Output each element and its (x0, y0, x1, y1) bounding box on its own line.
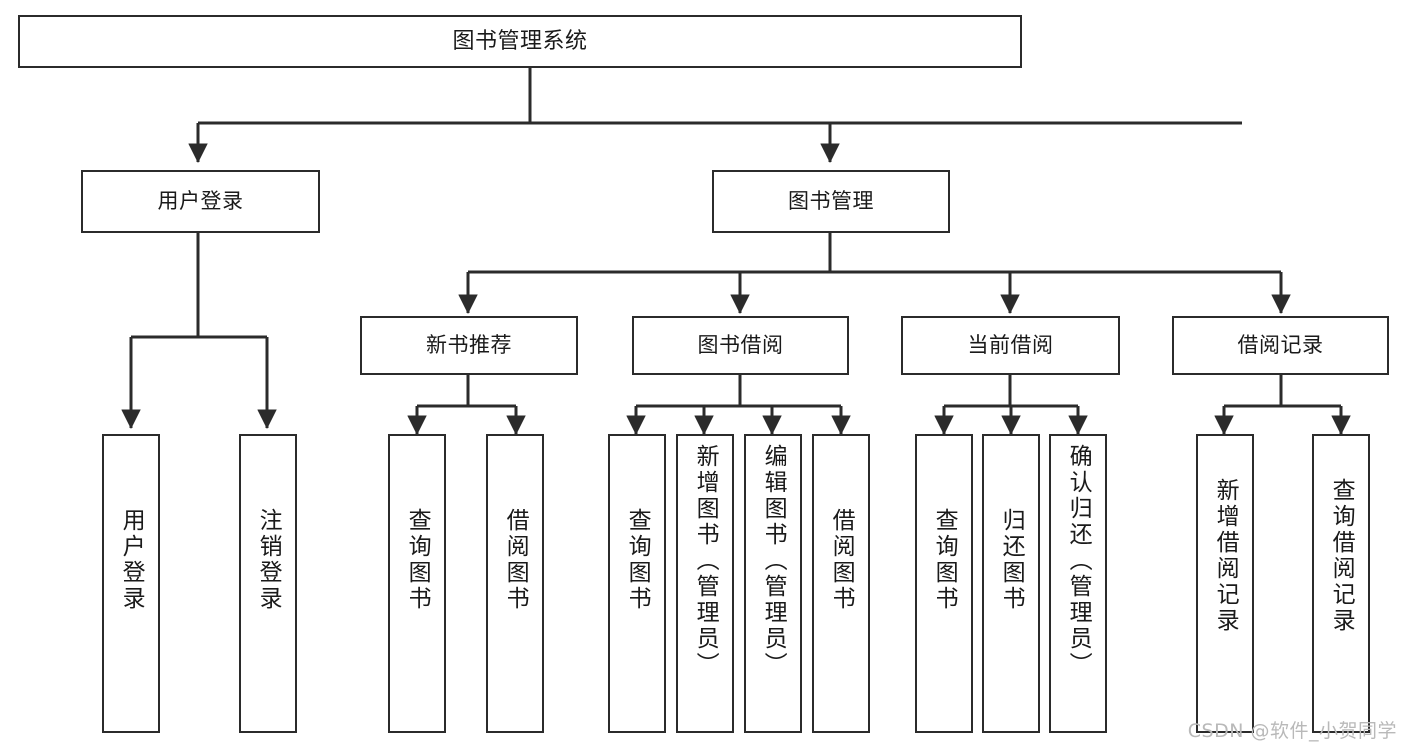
leaf-label: 查询图书 (624, 508, 651, 612)
node-borrow-record[interactable]: 借阅记录 (1172, 316, 1389, 375)
leaf-current-query-book[interactable]: 查询图书 (915, 434, 973, 733)
leaf-record-query-record[interactable]: 查询借阅记录 (1312, 434, 1370, 733)
node-user-login[interactable]: 用户登录 (81, 170, 320, 233)
leaf-current-return-book[interactable]: 归还图书 (982, 434, 1040, 733)
watermark-text: CSDN @软件_小贺同学 (1187, 720, 1397, 742)
node-label: 图书借阅 (697, 333, 784, 358)
leaf-record-add-record[interactable]: 新增借阅记录 (1196, 434, 1254, 733)
leaf-user-login-login[interactable]: 用户登录 (102, 434, 160, 733)
leaf-label: 查询借阅记录 (1328, 478, 1355, 634)
node-book-borrow[interactable]: 图书借阅 (632, 316, 849, 375)
leaf-label: 查询图书 (931, 508, 958, 612)
node-label: 用户登录 (157, 189, 244, 214)
node-root-system[interactable]: 图书管理系统 (18, 15, 1022, 68)
leaf-current-confirm-return-admin[interactable]: 确认归还（管理员） (1049, 434, 1107, 733)
leaf-user-login-logout[interactable]: 注销登录 (239, 434, 297, 733)
node-label: 图书管理系统 (452, 28, 588, 54)
leaf-label: 用户登录 (118, 508, 145, 612)
leaf-recommend-query-book[interactable]: 查询图书 (388, 434, 446, 733)
leaf-borrow-edit-book-admin[interactable]: 编辑图书（管理员） (744, 434, 802, 733)
leaf-label: 查询图书 (404, 508, 431, 612)
leaf-label: 借阅图书 (502, 508, 529, 612)
node-label: 新书推荐 (426, 333, 512, 358)
leaf-label: 新增图书（管理员） (692, 444, 719, 678)
node-label: 图书管理 (788, 189, 874, 214)
leaf-label: 注销登录 (255, 508, 282, 612)
leaf-label: 编辑图书（管理员） (760, 444, 787, 678)
node-new-book-recommend[interactable]: 新书推荐 (360, 316, 578, 375)
leaf-recommend-borrow-book[interactable]: 借阅图书 (486, 434, 544, 733)
leaf-label: 新增借阅记录 (1212, 478, 1239, 634)
node-label: 当前借阅 (967, 333, 1054, 358)
leaf-borrow-borrow-book[interactable]: 借阅图书 (812, 434, 870, 733)
node-current-borrow[interactable]: 当前借阅 (901, 316, 1120, 375)
leaf-borrow-add-book-admin[interactable]: 新增图书（管理员） (676, 434, 734, 733)
leaf-label: 确认归还（管理员） (1065, 444, 1092, 678)
node-label: 借阅记录 (1237, 333, 1324, 358)
leaf-borrow-query-book[interactable]: 查询图书 (608, 434, 666, 733)
node-book-management[interactable]: 图书管理 (712, 170, 950, 233)
leaf-label: 归还图书 (998, 508, 1025, 612)
leaf-label: 借阅图书 (828, 508, 855, 612)
